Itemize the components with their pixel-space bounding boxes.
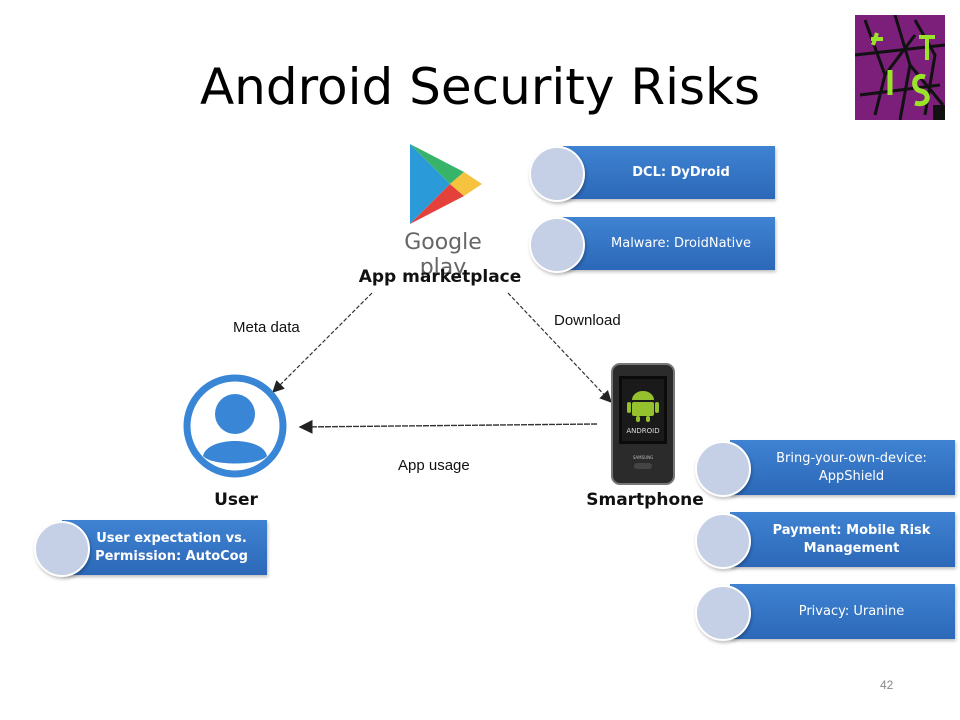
malware-circle-icon (529, 217, 585, 273)
app-usage-arrow (298, 419, 598, 434)
meta-data-label: Meta data (233, 319, 300, 336)
malware-box: Malware: DroidNative (563, 217, 775, 270)
google-play-icon (402, 142, 492, 227)
svg-text:ANDROID: ANDROID (626, 427, 659, 435)
slide-title: Android Security Risks (199, 58, 761, 116)
payment-box: Payment: Mobile Risk Management (730, 512, 955, 567)
privacy-box: Privacy: Uranine (730, 584, 955, 639)
google-play-text: Google play (404, 230, 482, 280)
dcl-box: DCL: DyDroid (563, 146, 775, 199)
meta-data-arrow (272, 292, 373, 393)
download-label: Download (554, 312, 621, 329)
user-label: User (214, 490, 258, 510)
user-avatar-icon (183, 374, 287, 478)
byod-circle-icon (695, 441, 751, 497)
byod-box: Bring-your-own-device: AppShield (730, 440, 955, 495)
smartphone-icon: ANDROID SAMSUNG (610, 362, 676, 486)
dcl-circle-icon (529, 146, 585, 202)
user-expectation-circle-icon (34, 521, 90, 577)
user-expectation-box: User expectation vs. Permission: AutoCog (62, 520, 267, 575)
payment-circle-icon (695, 513, 751, 569)
lab-logo-icon (854, 14, 946, 121)
page-number: 42 (880, 678, 894, 692)
download-arrow (507, 292, 612, 403)
privacy-circle-icon (695, 585, 751, 641)
marketplace-label: App marketplace (358, 267, 522, 287)
app-usage-label: App usage (398, 457, 470, 474)
svg-text:SAMSUNG: SAMSUNG (633, 455, 653, 460)
smartphone-label: Smartphone (586, 490, 704, 510)
